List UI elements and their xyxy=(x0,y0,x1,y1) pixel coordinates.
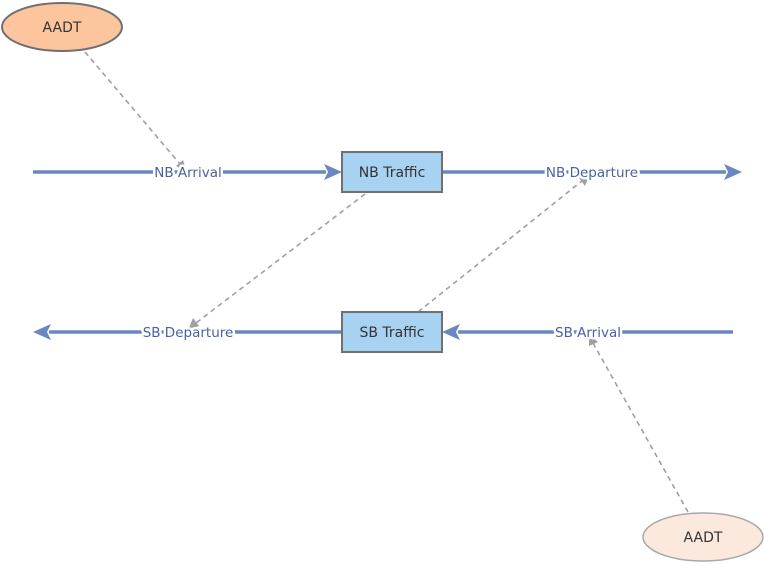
auxiliary-aadt-bottom[interactable]: AADT xyxy=(642,512,764,562)
flow-label-sb-arrival: SB Arrival xyxy=(555,325,621,341)
arrow-head-icon xyxy=(324,164,342,180)
arrow-head-icon xyxy=(33,324,51,340)
stock-sb-traffic[interactable]: SB Traffic xyxy=(341,311,443,353)
link-aadt-to-sb-arrival[interactable] xyxy=(589,334,689,513)
flow-label-sb-departure: SB Departure xyxy=(143,325,234,341)
link-nb-traffic-to-sb-departure[interactable] xyxy=(188,193,366,330)
flow-label-nb-arrival: NB Arrival xyxy=(154,165,222,181)
aux-label-aadt-bottom: AADT xyxy=(684,530,723,546)
link-sb-traffic-to-nb-departure[interactable] xyxy=(417,174,590,313)
stock-nb-traffic[interactable]: NB Traffic xyxy=(341,151,443,193)
aux-label-aadt-top: AADT xyxy=(43,20,82,36)
stock-label-sb-traffic: SB Traffic xyxy=(359,325,424,341)
auxiliary-aadt-top[interactable]: AADT xyxy=(1,2,123,52)
flow-sb-departure[interactable]: SB Departure xyxy=(33,323,343,344)
flow-label-nb-departure: NB Departure xyxy=(546,165,638,181)
flow-nb-arrival[interactable]: NB Arrival xyxy=(33,163,342,184)
flow-nb-departure[interactable]: NB Departure xyxy=(442,163,742,184)
link-aadt-to-nb-arrival[interactable] xyxy=(84,51,187,172)
stock-label-nb-traffic: NB Traffic xyxy=(359,165,426,181)
arrow-head-icon xyxy=(724,164,742,180)
arrow-head-icon xyxy=(442,324,460,340)
influence-links xyxy=(84,51,689,513)
flow-sb-arrival[interactable]: SB Arrival xyxy=(442,323,733,344)
